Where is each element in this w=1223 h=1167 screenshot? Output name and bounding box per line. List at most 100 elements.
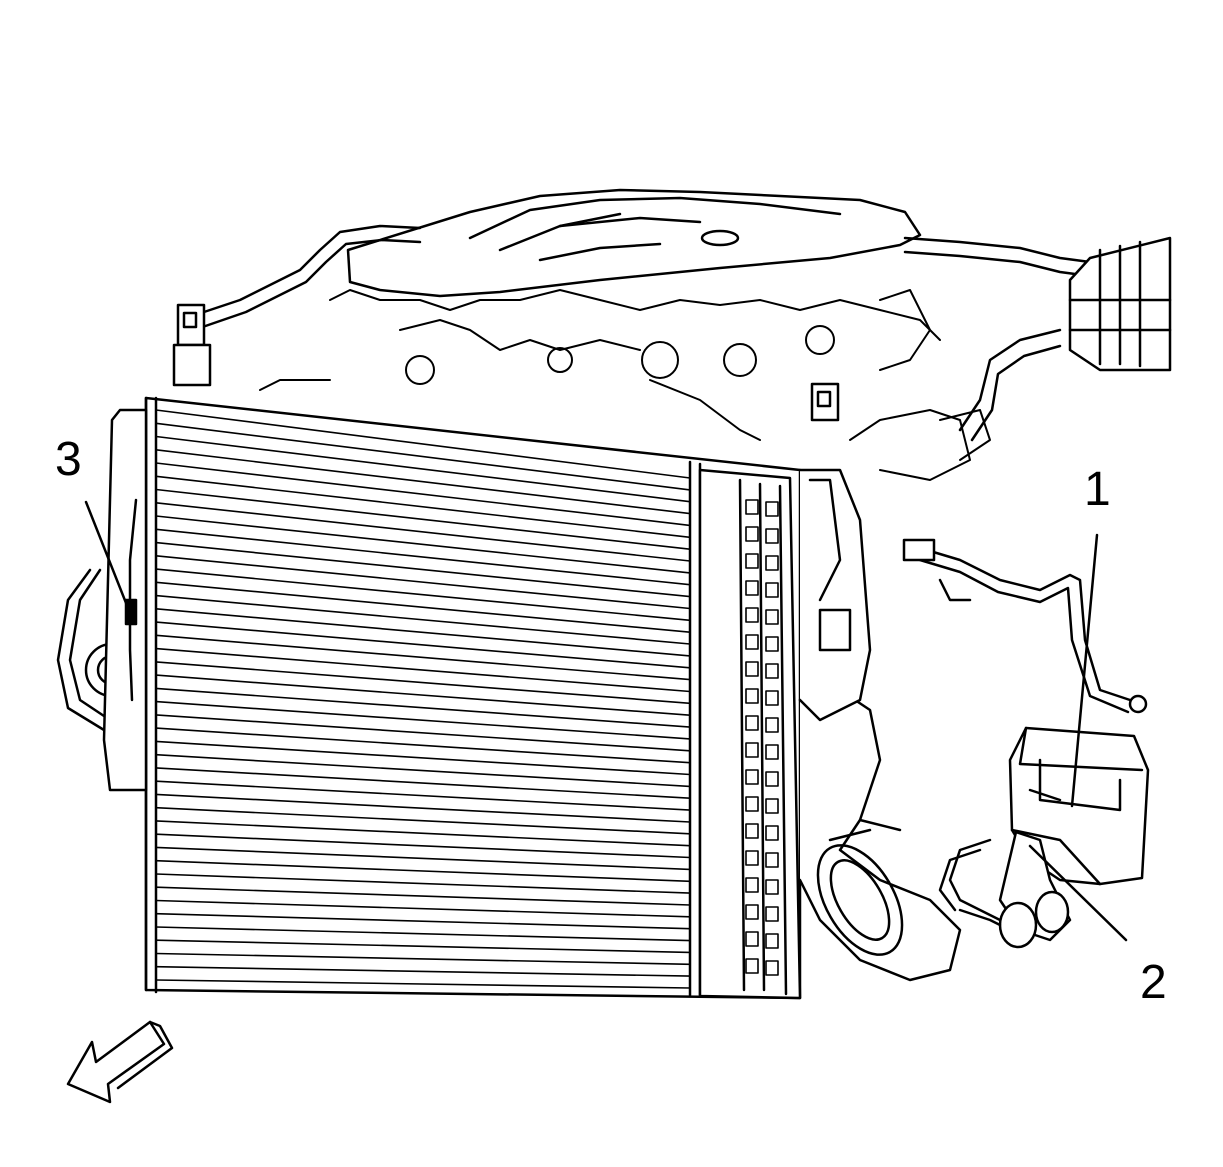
side-tank-slot (765, 960, 779, 976)
side-tank-slot (765, 555, 779, 571)
side-tank-slot (745, 607, 759, 623)
side-tank-slot (745, 904, 759, 920)
side-tank-slot (765, 852, 779, 868)
callout-3-leader (84, 500, 130, 610)
radiator-fin (155, 515, 691, 574)
radiator-fin (155, 820, 691, 847)
engine-cover (346, 188, 922, 298)
radiator-fin (155, 767, 691, 799)
radiator-fin (155, 806, 691, 835)
radiator-fin (155, 926, 691, 942)
radiator-fin (155, 594, 691, 645)
side-tank-slot (745, 499, 759, 515)
radiator-fin (155, 780, 691, 811)
side-tank-slot (765, 528, 779, 544)
side-tank-slot (765, 798, 779, 814)
radiator-fin (155, 488, 691, 550)
right-bracket (798, 468, 872, 722)
side-tank-slot (745, 796, 759, 812)
side-tank-slot (745, 823, 759, 839)
side-tank-slot (765, 771, 779, 787)
radiator-fin (155, 979, 691, 989)
radiator-fin (155, 674, 691, 716)
radiator-fin (155, 502, 691, 562)
radiator-fin (155, 700, 691, 740)
radiator-fin (155, 422, 691, 491)
radiator-fin (155, 687, 691, 728)
radiator-fin (155, 873, 691, 894)
left-top-sensor (172, 303, 212, 387)
side-tank-slot (765, 609, 779, 625)
side-tank-slot (745, 553, 759, 569)
side-tank-slot (745, 742, 759, 758)
radiator-fin (155, 528, 691, 586)
radiator-fin (155, 435, 691, 503)
side-tank-slot (765, 933, 779, 949)
radiator-fin (155, 475, 691, 539)
callout-3-label: 3 (55, 433, 82, 486)
side-tank-slot (745, 958, 759, 974)
callout-2-label: 2 (1140, 956, 1167, 1009)
radiator-fin (155, 833, 691, 859)
side-tank-slot (765, 636, 779, 652)
radiator-fin (155, 555, 691, 610)
radiator-fin (155, 740, 691, 776)
side-tank-slot (745, 526, 759, 542)
side-tank-slot (765, 582, 779, 598)
callout-1-label: 1 (1084, 463, 1111, 516)
radiator-fin (155, 581, 691, 633)
radiator-fin (155, 859, 691, 883)
side-tank-slot (765, 690, 779, 706)
radiator-fin (155, 899, 691, 918)
radiator-fins (155, 409, 691, 989)
radiator-fin (155, 846, 691, 871)
radiator-fin (155, 886, 691, 906)
side-tank-slot (765, 663, 779, 679)
side-tank-slot (765, 906, 779, 922)
radiator-fin (155, 647, 691, 693)
intake-tube (798, 688, 962, 982)
right-harness (902, 538, 1148, 714)
side-tank-slot (745, 715, 759, 731)
side-tank-slot (765, 825, 779, 841)
side-tank-slot (745, 688, 759, 704)
radiator-fin (155, 939, 691, 954)
side-tank-slot (745, 931, 759, 947)
radiator-fin (155, 661, 691, 705)
side-tank-slot (745, 850, 759, 866)
radiator-fin (155, 621, 691, 669)
radiator-fin (155, 793, 691, 823)
engine-details (259, 289, 991, 481)
side-tank-slots (745, 499, 779, 976)
coolant-reservoir (1068, 236, 1172, 372)
radiator-fin (155, 541, 691, 598)
radiator-fin (155, 449, 691, 515)
side-tank-slot (745, 769, 759, 785)
radiator-side-tank (698, 468, 802, 1000)
radiator-fin (155, 912, 691, 930)
radiator-fin (155, 409, 691, 479)
front-direction-arrow (66, 1020, 174, 1104)
radiator-fin (155, 462, 691, 527)
radiator-fin (155, 608, 691, 657)
callout-2-leader (1028, 844, 1128, 942)
side-tank-slot (745, 580, 759, 596)
right-top-sensor (810, 382, 840, 422)
side-tank-slot (745, 634, 759, 650)
side-tank-slot (765, 744, 779, 760)
radiator-fin (155, 634, 691, 681)
radiator-fin (155, 714, 691, 752)
side-tank-slot (765, 717, 779, 733)
radiator-fin (155, 952, 691, 966)
side-tank-slot (765, 501, 779, 517)
radiator-fin (155, 727, 691, 764)
radiator-fin (155, 965, 691, 977)
callout-1-leader (1070, 533, 1099, 808)
harness-connector (938, 830, 1072, 949)
side-tank-slot (745, 877, 759, 893)
radiator-fin (155, 568, 691, 622)
upper-hoses (178, 224, 1092, 442)
side-tank-slot (745, 661, 759, 677)
radiator-fin (155, 753, 691, 788)
